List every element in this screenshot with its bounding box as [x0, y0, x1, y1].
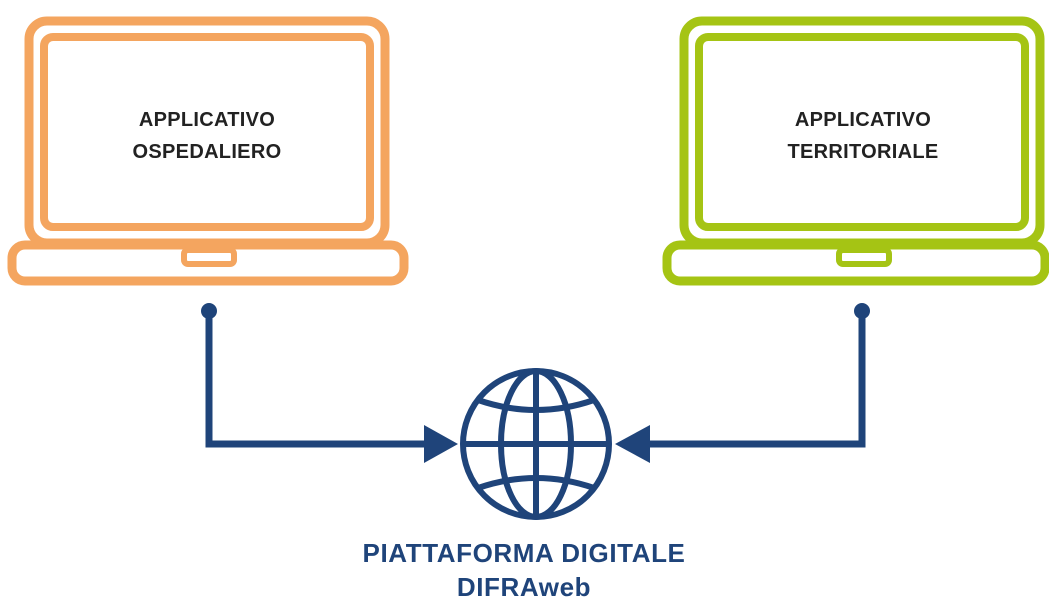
laptop-screen	[695, 33, 1029, 231]
left-label-line-2: OSPEDALIERO	[132, 141, 282, 163]
laptop-icon	[7, 16, 409, 286]
connector-left-to-platform	[201, 303, 458, 463]
right-label-line-1: APPLICATIVO	[794, 109, 932, 131]
connector-right-to-platform	[615, 303, 870, 463]
right-label-line-2: TERRITORIALE	[787, 141, 939, 163]
arrowhead-icon	[424, 425, 458, 463]
left-application-label: APPLICATIVO OSPEDALIERO	[50, 104, 364, 168]
right-application-label: APPLICATIVO TERRITORIALE	[702, 104, 1024, 168]
platform-caption: PIATTAFORMA DIGITALE DIFRAweb	[274, 536, 774, 604]
connector-line	[205, 311, 428, 448]
laptop-icon	[662, 16, 1049, 286]
globe-parallel-north	[477, 397, 595, 413]
laptop-notch	[181, 247, 237, 267]
arrowhead-icon	[615, 425, 650, 463]
laptop-screen	[40, 33, 374, 231]
platform-caption-line-1: PIATTAFORMA DIGITALE	[362, 538, 686, 568]
laptop-base	[662, 240, 1049, 286]
left-label-line-1: APPLICATIVO	[138, 109, 276, 131]
laptop-base	[7, 240, 409, 286]
laptop-notch	[836, 247, 892, 267]
platform-caption-line-2: DIFRAweb	[456, 572, 592, 602]
globe-parallel-south	[477, 475, 595, 491]
connector-line	[648, 311, 866, 448]
globe-icon	[460, 368, 612, 520]
